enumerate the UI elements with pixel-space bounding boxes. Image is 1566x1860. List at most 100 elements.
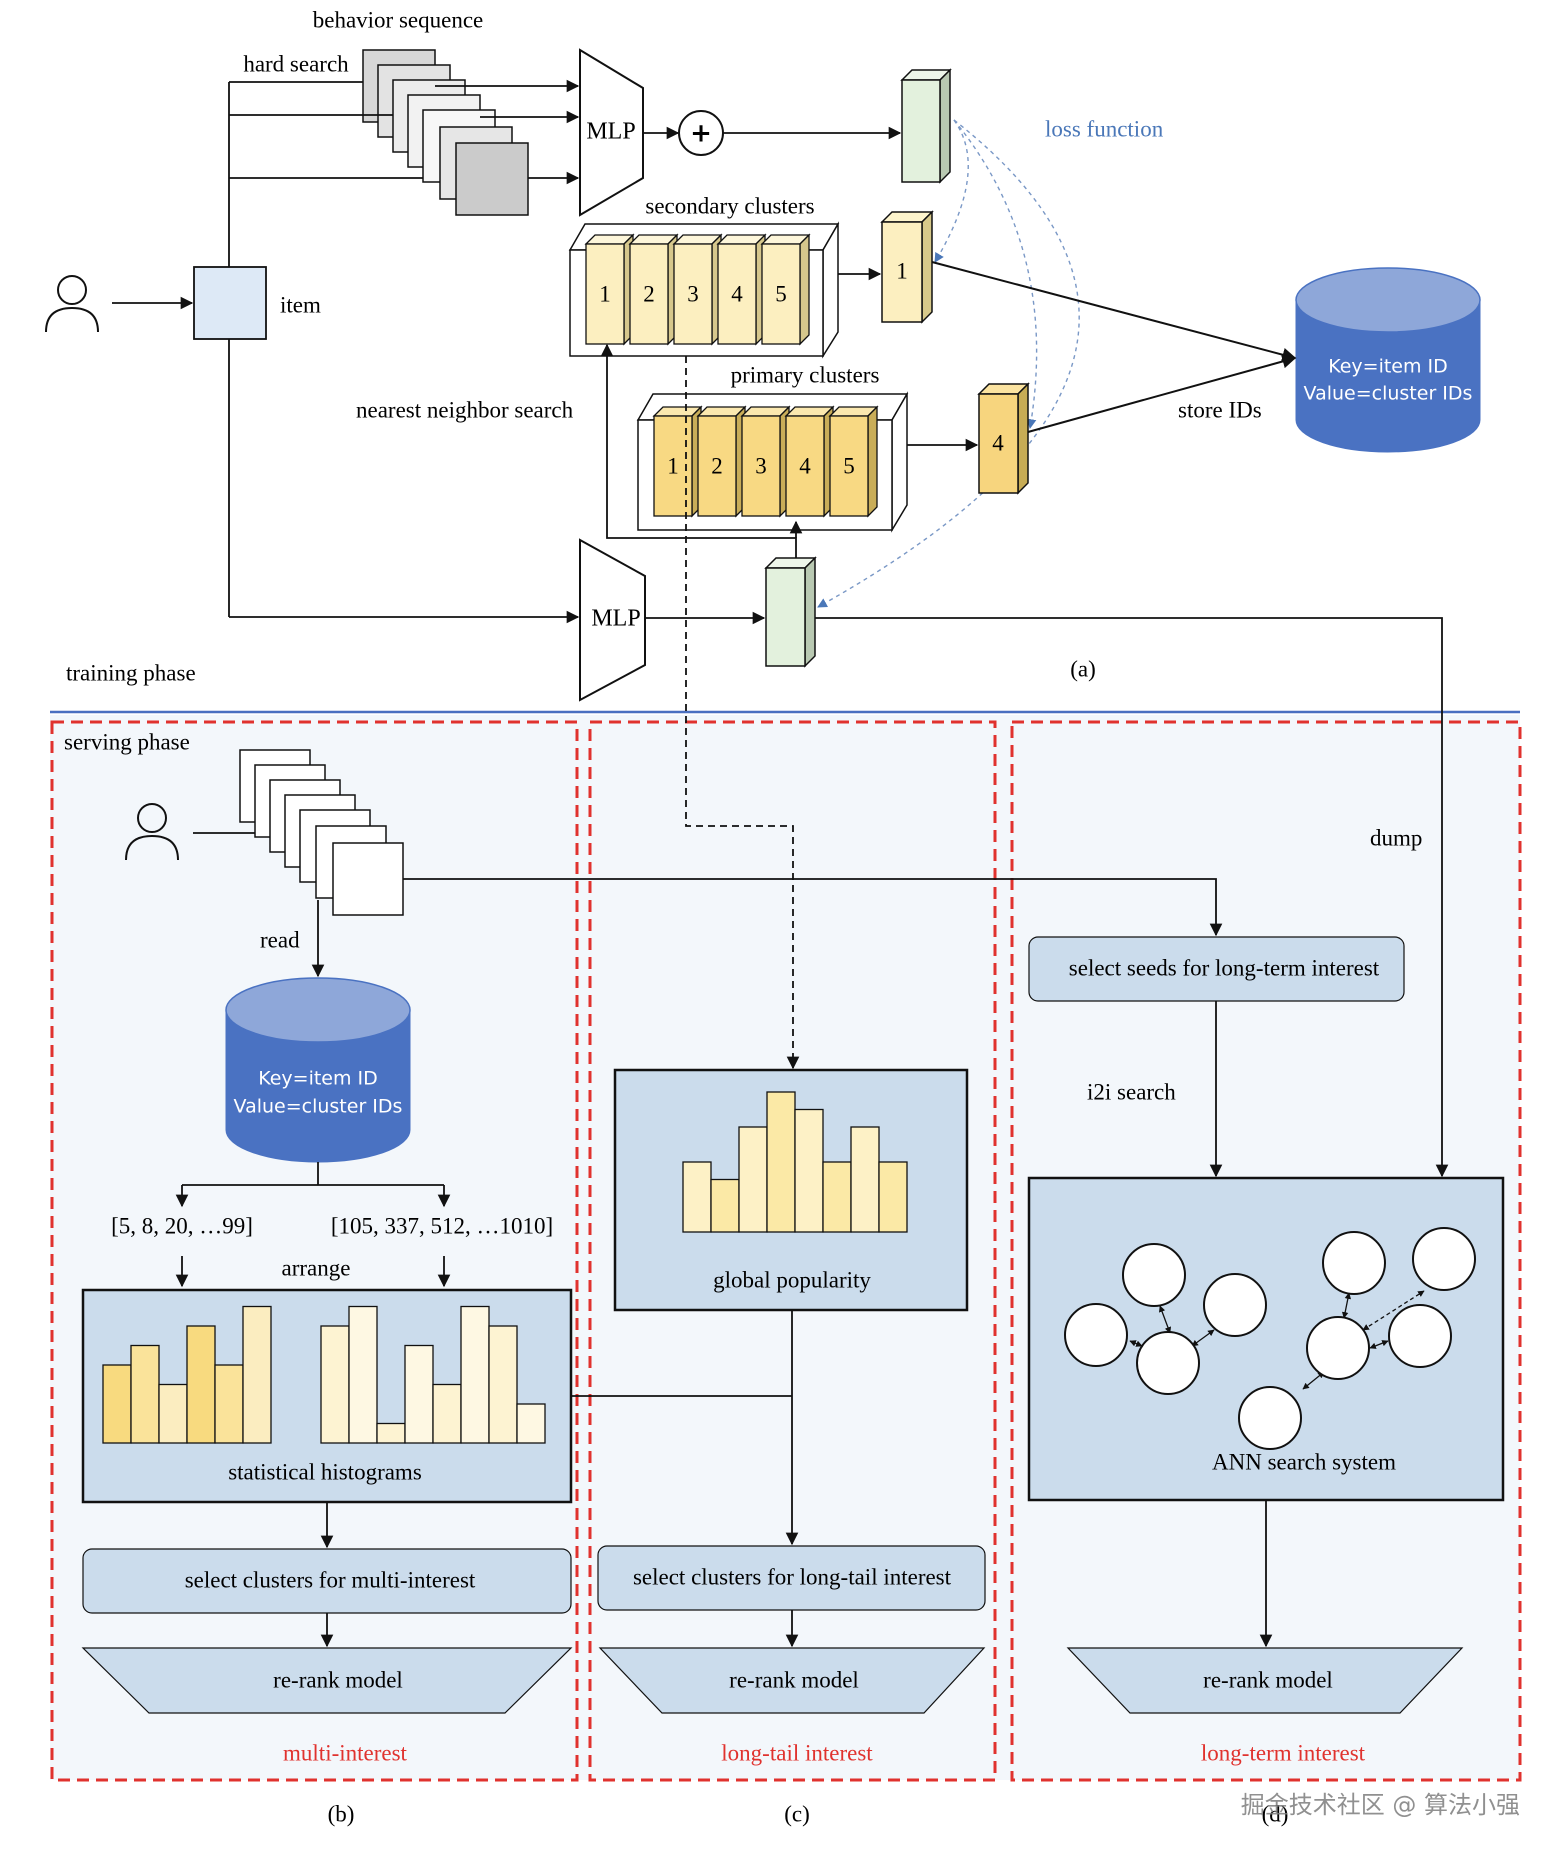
secondary-cluster-cell-1: 1 — [584, 233, 635, 346]
mlp-bottom-label: MLP — [591, 606, 640, 632]
secondary-selected-cluster — [880, 210, 934, 324]
primary-cluster-cells: 1 2 3 4 5 — [652, 405, 879, 518]
user-icon — [45, 275, 99, 333]
primary-clusters-label: primary clusters — [731, 362, 880, 387]
user-icon-serving — [125, 803, 179, 861]
item-box — [193, 266, 267, 340]
serving-phase-label: serving phase — [64, 729, 190, 754]
behavior-sequence-label: behavior sequence — [313, 7, 484, 32]
histogram-right-bar — [432, 1383, 462, 1444]
histogram-right-bar — [376, 1422, 406, 1444]
hard-search-label: hard search — [243, 51, 349, 76]
secondary-cluster-cell-3: 3 — [672, 233, 723, 346]
popularity-histogram-bar — [878, 1161, 908, 1233]
primary-cluster-cell-number: 4 — [799, 453, 811, 478]
primary-to-db-arrow — [1027, 354, 1297, 433]
watermark: 掘金技术社区 @ 算法小强 — [1241, 1791, 1520, 1819]
ann-graph-nodes — [1064, 1227, 1476, 1450]
primary-cluster-cell-number: 3 — [755, 453, 767, 478]
popularity-histogram-bar — [794, 1108, 824, 1233]
histogram-right-bar — [516, 1403, 546, 1444]
histogram-right — [320, 1305, 546, 1444]
cluster-id-database-training — [1295, 267, 1481, 453]
nearest-neighbor-search-label: nearest neighbor search — [356, 397, 574, 422]
panel-c-border — [588, 720, 997, 1782]
primary-cluster-cell-1: 1 — [652, 405, 703, 518]
histogram-left — [102, 1305, 272, 1444]
secondary-to-db-arrow — [931, 261, 1297, 362]
mlp-bottom — [579, 538, 646, 702]
secondary-cluster-cell-number: 5 — [775, 281, 787, 306]
sequence-to-seeds-connector — [403, 878, 1223, 937]
db-training-line1: Key=item ID — [1328, 356, 1448, 378]
select-longtail-label: select clusters for long-tail interest — [633, 1564, 952, 1589]
ann-graph — [1064, 1227, 1476, 1450]
histogram-right-bar — [404, 1344, 434, 1444]
primary-cluster-cell-number: 1 — [667, 453, 679, 478]
primary-cluster-cell-5: 5 — [828, 405, 879, 518]
clusters-to-popularity-dashed — [685, 356, 800, 1070]
primary-cluster-cell-number: 5 — [843, 453, 855, 478]
primary-selected-id: 4 — [992, 430, 1004, 455]
rerank-model-b — [81, 1647, 573, 1714]
multi-interest-label: multi-interest — [283, 1740, 408, 1765]
db-serving-line2: Value=cluster IDs — [234, 1096, 403, 1118]
popularity-histogram — [682, 1091, 908, 1233]
histogram-right-bar — [488, 1325, 518, 1444]
primary-cluster-cell-2: 2 — [696, 405, 747, 518]
cluster-id-database-serving — [225, 977, 411, 1163]
histogram-right-bar — [460, 1305, 490, 1444]
rerank-model-d — [1066, 1647, 1464, 1714]
cluster-list-right: [105, 337, 512, …1010] — [331, 1213, 553, 1238]
panel-b-label: (b) — [328, 1801, 355, 1826]
rerank-model-c — [598, 1647, 986, 1714]
secondary-cluster-cell-number: 4 — [731, 281, 743, 306]
histogram-left-bar — [242, 1305, 272, 1444]
popularity-histogram-bar — [682, 1161, 712, 1233]
panel-d-label: (d) — [1262, 1801, 1289, 1826]
longtail-interest-label: long-tail interest — [721, 1740, 873, 1765]
histogram-left-bar — [102, 1364, 132, 1444]
item-embedding-bottom — [764, 556, 817, 668]
global-popularity-label: global popularity — [713, 1267, 871, 1292]
loss-function-arcs — [817, 119, 1080, 608]
read-label: read — [260, 927, 300, 952]
popularity-histogram-bar — [766, 1091, 796, 1233]
rerank-model-d-label: re-rank model — [1203, 1667, 1333, 1692]
popularity-histogram-bar — [738, 1126, 768, 1233]
secondary-cluster-cell-2: 2 — [628, 233, 679, 346]
db-training-line2: Value=cluster IDs — [1304, 383, 1473, 405]
histogram-right-bar — [348, 1305, 378, 1444]
db-split-connectors — [175, 1162, 451, 1288]
histogram-left-bar — [214, 1364, 244, 1444]
primary-selected-cluster — [977, 382, 1030, 495]
item-to-mlp-connectors — [228, 79, 580, 624]
serving-behavior-stack — [239, 749, 404, 916]
item-label: item — [280, 292, 321, 317]
ann-search-system-label: ANN search system — [1212, 1449, 1396, 1474]
rerank-model-c-label: re-rank model — [729, 1667, 859, 1692]
i2i-search-label: i2i search — [1087, 1079, 1176, 1104]
select-seeds-label: select seeds for long-term interest — [1069, 955, 1380, 980]
panel-c-label: (c) — [784, 1801, 810, 1826]
primary-cluster-cell-4: 4 — [784, 405, 835, 518]
longterm-interest-label: long-term interest — [1201, 1740, 1366, 1765]
store-ids-label: store IDs — [1178, 397, 1262, 422]
dump-label: dump — [1370, 825, 1422, 850]
secondary-cluster-cell-number: 2 — [643, 281, 655, 306]
histogram-left-bar — [158, 1383, 188, 1444]
histogram-left-bar — [186, 1325, 216, 1444]
secondary-cluster-cell-number: 1 — [599, 281, 611, 306]
histogram-right-bar — [320, 1325, 350, 1444]
popularity-histogram-bar — [710, 1178, 740, 1233]
loss-function-label: loss function — [1045, 116, 1164, 141]
primary-cluster-cell-number: 2 — [711, 453, 723, 478]
secondary-clusters-label: secondary clusters — [645, 193, 814, 218]
behavior-sequence-stack — [362, 49, 529, 216]
mlp-top-label: MLP — [586, 119, 635, 145]
secondary-cluster-cell-4: 4 — [716, 233, 767, 346]
cluster-list-left: [5, 8, 20, …99] — [111, 1213, 253, 1238]
dump-connector — [815, 617, 1449, 1178]
ann-graph-edges — [1129, 1290, 1425, 1390]
select-multi-interest-label: select clusters for multi-interest — [185, 1567, 476, 1592]
